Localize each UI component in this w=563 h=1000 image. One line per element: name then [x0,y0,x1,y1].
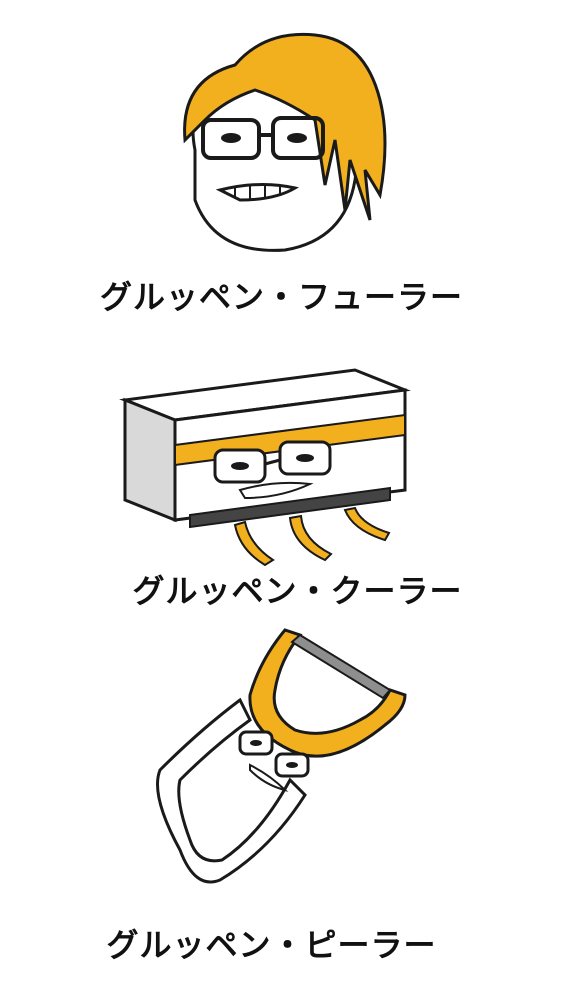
cooler-ribbon [233,520,275,567]
panel-fuhrer: グルッペン・フューラー [0,0,563,330]
peeler-handle [156,697,307,884]
cooler-illustration [119,368,411,567]
peeler-blade [290,633,392,700]
caption-fuhrer: グルッペン・フューラー [99,278,463,316]
caption-peeler: グルッペン・ピーラー [106,926,437,964]
fuhrer-illustration [183,32,387,252]
panel-peeler: グルッペン・ピーラー [0,620,563,1000]
hair-shape [183,32,387,221]
caption-cooler: グルッペン・クーラー [132,572,463,610]
smile [215,182,299,202]
peeler-illustration [156,628,407,884]
cooler-vent [189,486,391,529]
glasses-left-lens [201,118,261,160]
glasses-right-lens [271,116,325,160]
peeler-frame [248,628,407,758]
panel-cooler: グルッペン・クーラー [0,330,563,620]
